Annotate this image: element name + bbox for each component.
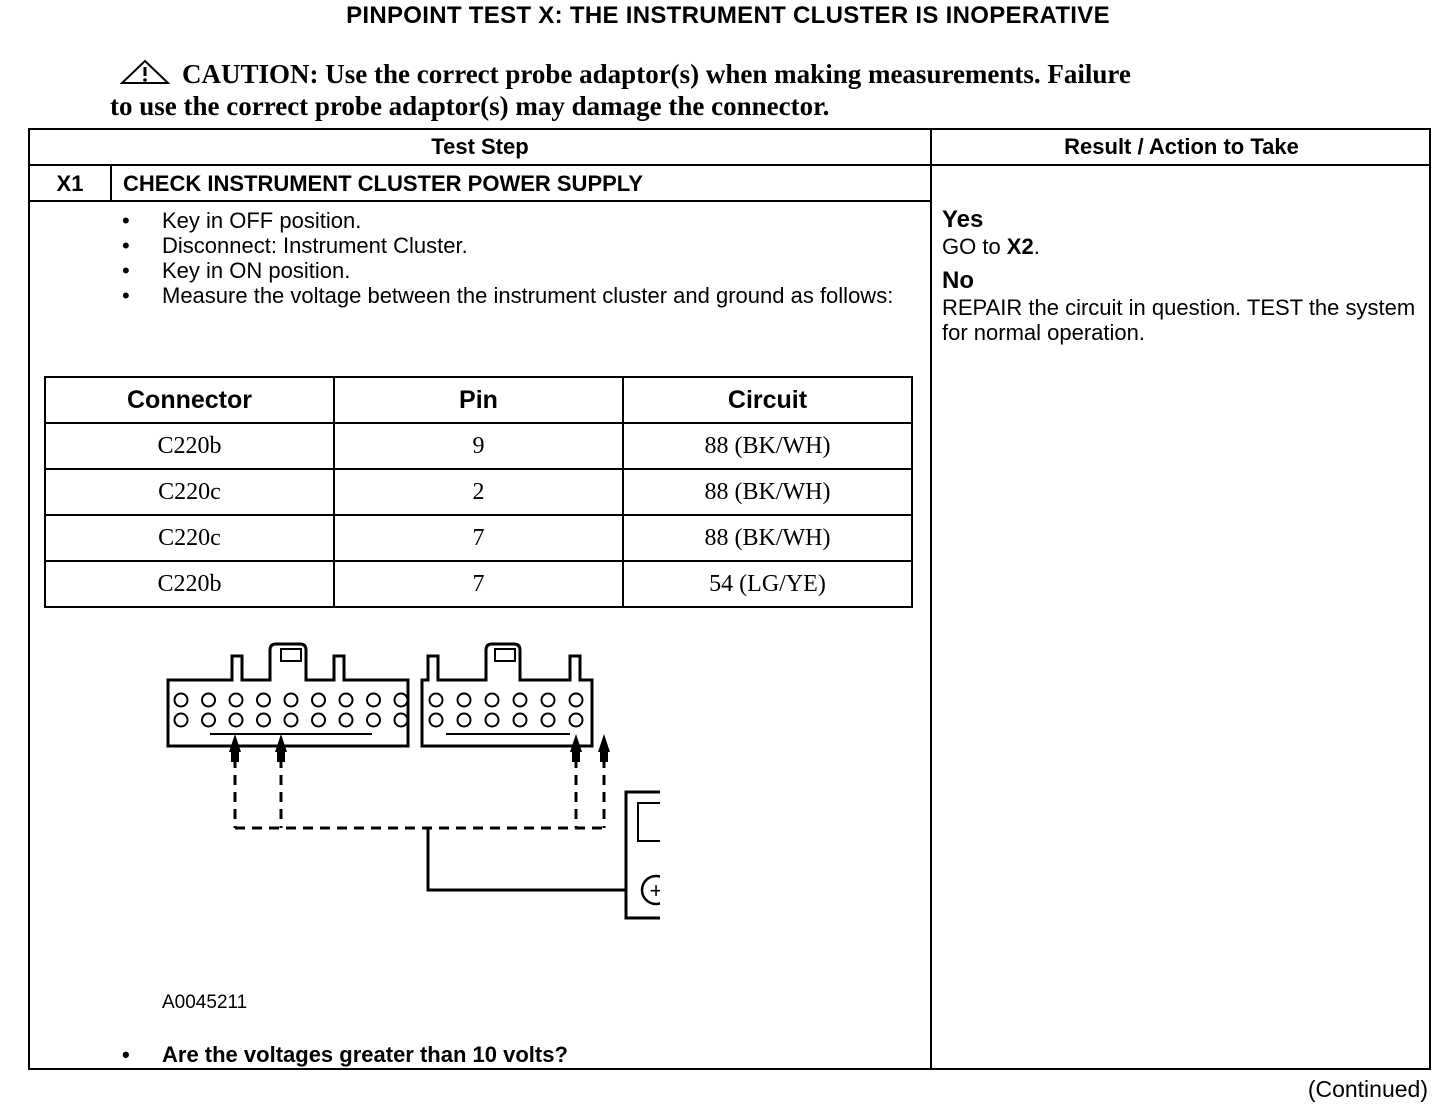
pin-hole	[201, 692, 216, 708]
figure-id: A0045211	[162, 992, 248, 1013]
column-header-circuit: Circuit	[622, 376, 913, 424]
warning-triangle-icon	[119, 59, 171, 84]
meter-positive-terminal: +	[650, 878, 660, 903]
circuit-cell: 54 (LG/YE)	[622, 560, 913, 608]
pin-hole	[484, 712, 500, 728]
pin-hole	[338, 712, 354, 728]
pin-hole	[283, 692, 299, 708]
pin-cell: 9	[333, 422, 624, 470]
page-title: PINPOINT TEST X: THE INSTRUMENT CLUSTER …	[346, 2, 1110, 29]
result-header: Result / Action to Take	[1064, 134, 1299, 159]
pin-hole	[540, 692, 556, 708]
circuit-cell: 88 (BK/WH)	[622, 468, 913, 516]
caution-notice: CAUTION: Use the correct probe adaptor(s…	[110, 58, 1370, 122]
pin-hole	[393, 712, 409, 728]
pin-hole	[256, 692, 271, 708]
instruction-item: Key in ON position.	[122, 258, 902, 283]
step-instructions: Key in OFF position. Disconnect: Instrum…	[122, 208, 902, 308]
instruction-item: Key in OFF position.	[122, 208, 902, 233]
connector-cell: C220b	[44, 422, 335, 470]
header-divider	[30, 164, 1431, 166]
connector-cell: C220c	[44, 514, 335, 562]
pin-hole	[484, 692, 500, 708]
pin-hole	[311, 712, 326, 728]
connector-c220b-pins	[173, 692, 409, 728]
test-table: Test Step Result / Action to Take X1 CHE…	[28, 128, 1431, 1070]
pin-hole	[428, 692, 444, 708]
pin-hole	[456, 692, 472, 708]
pin-hole	[256, 712, 271, 728]
step-question: Are the voltages greater than 10 volts?	[122, 1042, 568, 1068]
pin-table: Connector Pin Circuit C220b 9 88 (BK/WH)…	[44, 376, 913, 608]
probe-tips	[229, 734, 610, 762]
pin-hole	[428, 712, 444, 728]
circuit-cell: 88 (BK/WH)	[622, 422, 913, 470]
no-action: REPAIR the circuit in question. TEST the…	[942, 295, 1416, 345]
step-number: X1	[56, 171, 84, 196]
pin-hole	[283, 712, 299, 728]
yes-action: GO to X2.	[942, 234, 1040, 259]
pin-hole	[393, 692, 409, 708]
pin-hole	[338, 692, 354, 708]
yes-label: Yes	[942, 206, 984, 233]
wiring-diagram: V + −	[166, 642, 660, 920]
result-actions: Yes GO to X2. No REPAIR the circuit in q…	[942, 206, 1422, 345]
pin-hole	[540, 712, 556, 728]
table-row: C220c 7 88 (BK/WH)	[44, 514, 913, 562]
instruction-item: Disconnect: Instrument Cluster.	[122, 233, 902, 258]
pin-hole	[311, 692, 326, 708]
pin-hole	[173, 692, 189, 708]
table-header-row: Connector Pin Circuit	[44, 376, 913, 424]
goto-step-link[interactable]: X2	[1006, 234, 1034, 259]
caution-line-2: to use the correct probe adaptor(s) may …	[110, 91, 830, 121]
voltmeter: V + −	[624, 790, 660, 920]
continued-note: (Continued)	[1307, 1076, 1428, 1102]
connector-c220b-body	[166, 642, 410, 748]
pin-hole	[228, 712, 244, 728]
table-row: C220b 7 54 (LG/YE)	[44, 560, 913, 608]
table-row: C220b 9 88 (BK/WH)	[44, 422, 913, 470]
pin-hole	[512, 712, 528, 728]
circuit-cell: 88 (BK/WH)	[622, 514, 913, 562]
column-divider	[930, 130, 932, 1070]
pin-hole	[512, 692, 528, 708]
no-label: No	[942, 267, 974, 294]
test-step-header: Test Step	[431, 134, 529, 159]
instruction-item: Measure the voltage between the instrume…	[122, 283, 902, 308]
pin-cell: 7	[333, 514, 624, 562]
pin-hole	[568, 712, 584, 728]
pin-hole	[228, 692, 244, 708]
pin-cell: 7	[333, 560, 624, 608]
pin-hole	[456, 712, 472, 728]
table-row: C220c 2 88 (BK/WH)	[44, 468, 913, 516]
pin-hole	[568, 692, 584, 708]
pin-hole	[366, 712, 381, 728]
pin-hole	[173, 712, 189, 728]
meter-wires	[426, 828, 642, 892]
step-number-divider	[110, 166, 112, 200]
pin-cell: 2	[333, 468, 624, 516]
step-title-divider	[30, 200, 930, 202]
connector-c220c-body	[420, 642, 594, 748]
step-title: CHECK INSTRUMENT CLUSTER POWER SUPPLY	[123, 171, 643, 196]
connector-cell: C220c	[44, 468, 335, 516]
pin-hole	[366, 692, 381, 708]
caution-line-1: CAUTION: Use the correct probe adaptor(s…	[110, 58, 1370, 90]
connector-c220c-pins	[428, 692, 584, 728]
connector-cell: C220b	[44, 560, 335, 608]
probe-leads	[233, 758, 606, 830]
column-header-pin: Pin	[333, 376, 624, 424]
column-header-connector: Connector	[44, 376, 335, 424]
pin-hole	[201, 712, 216, 728]
